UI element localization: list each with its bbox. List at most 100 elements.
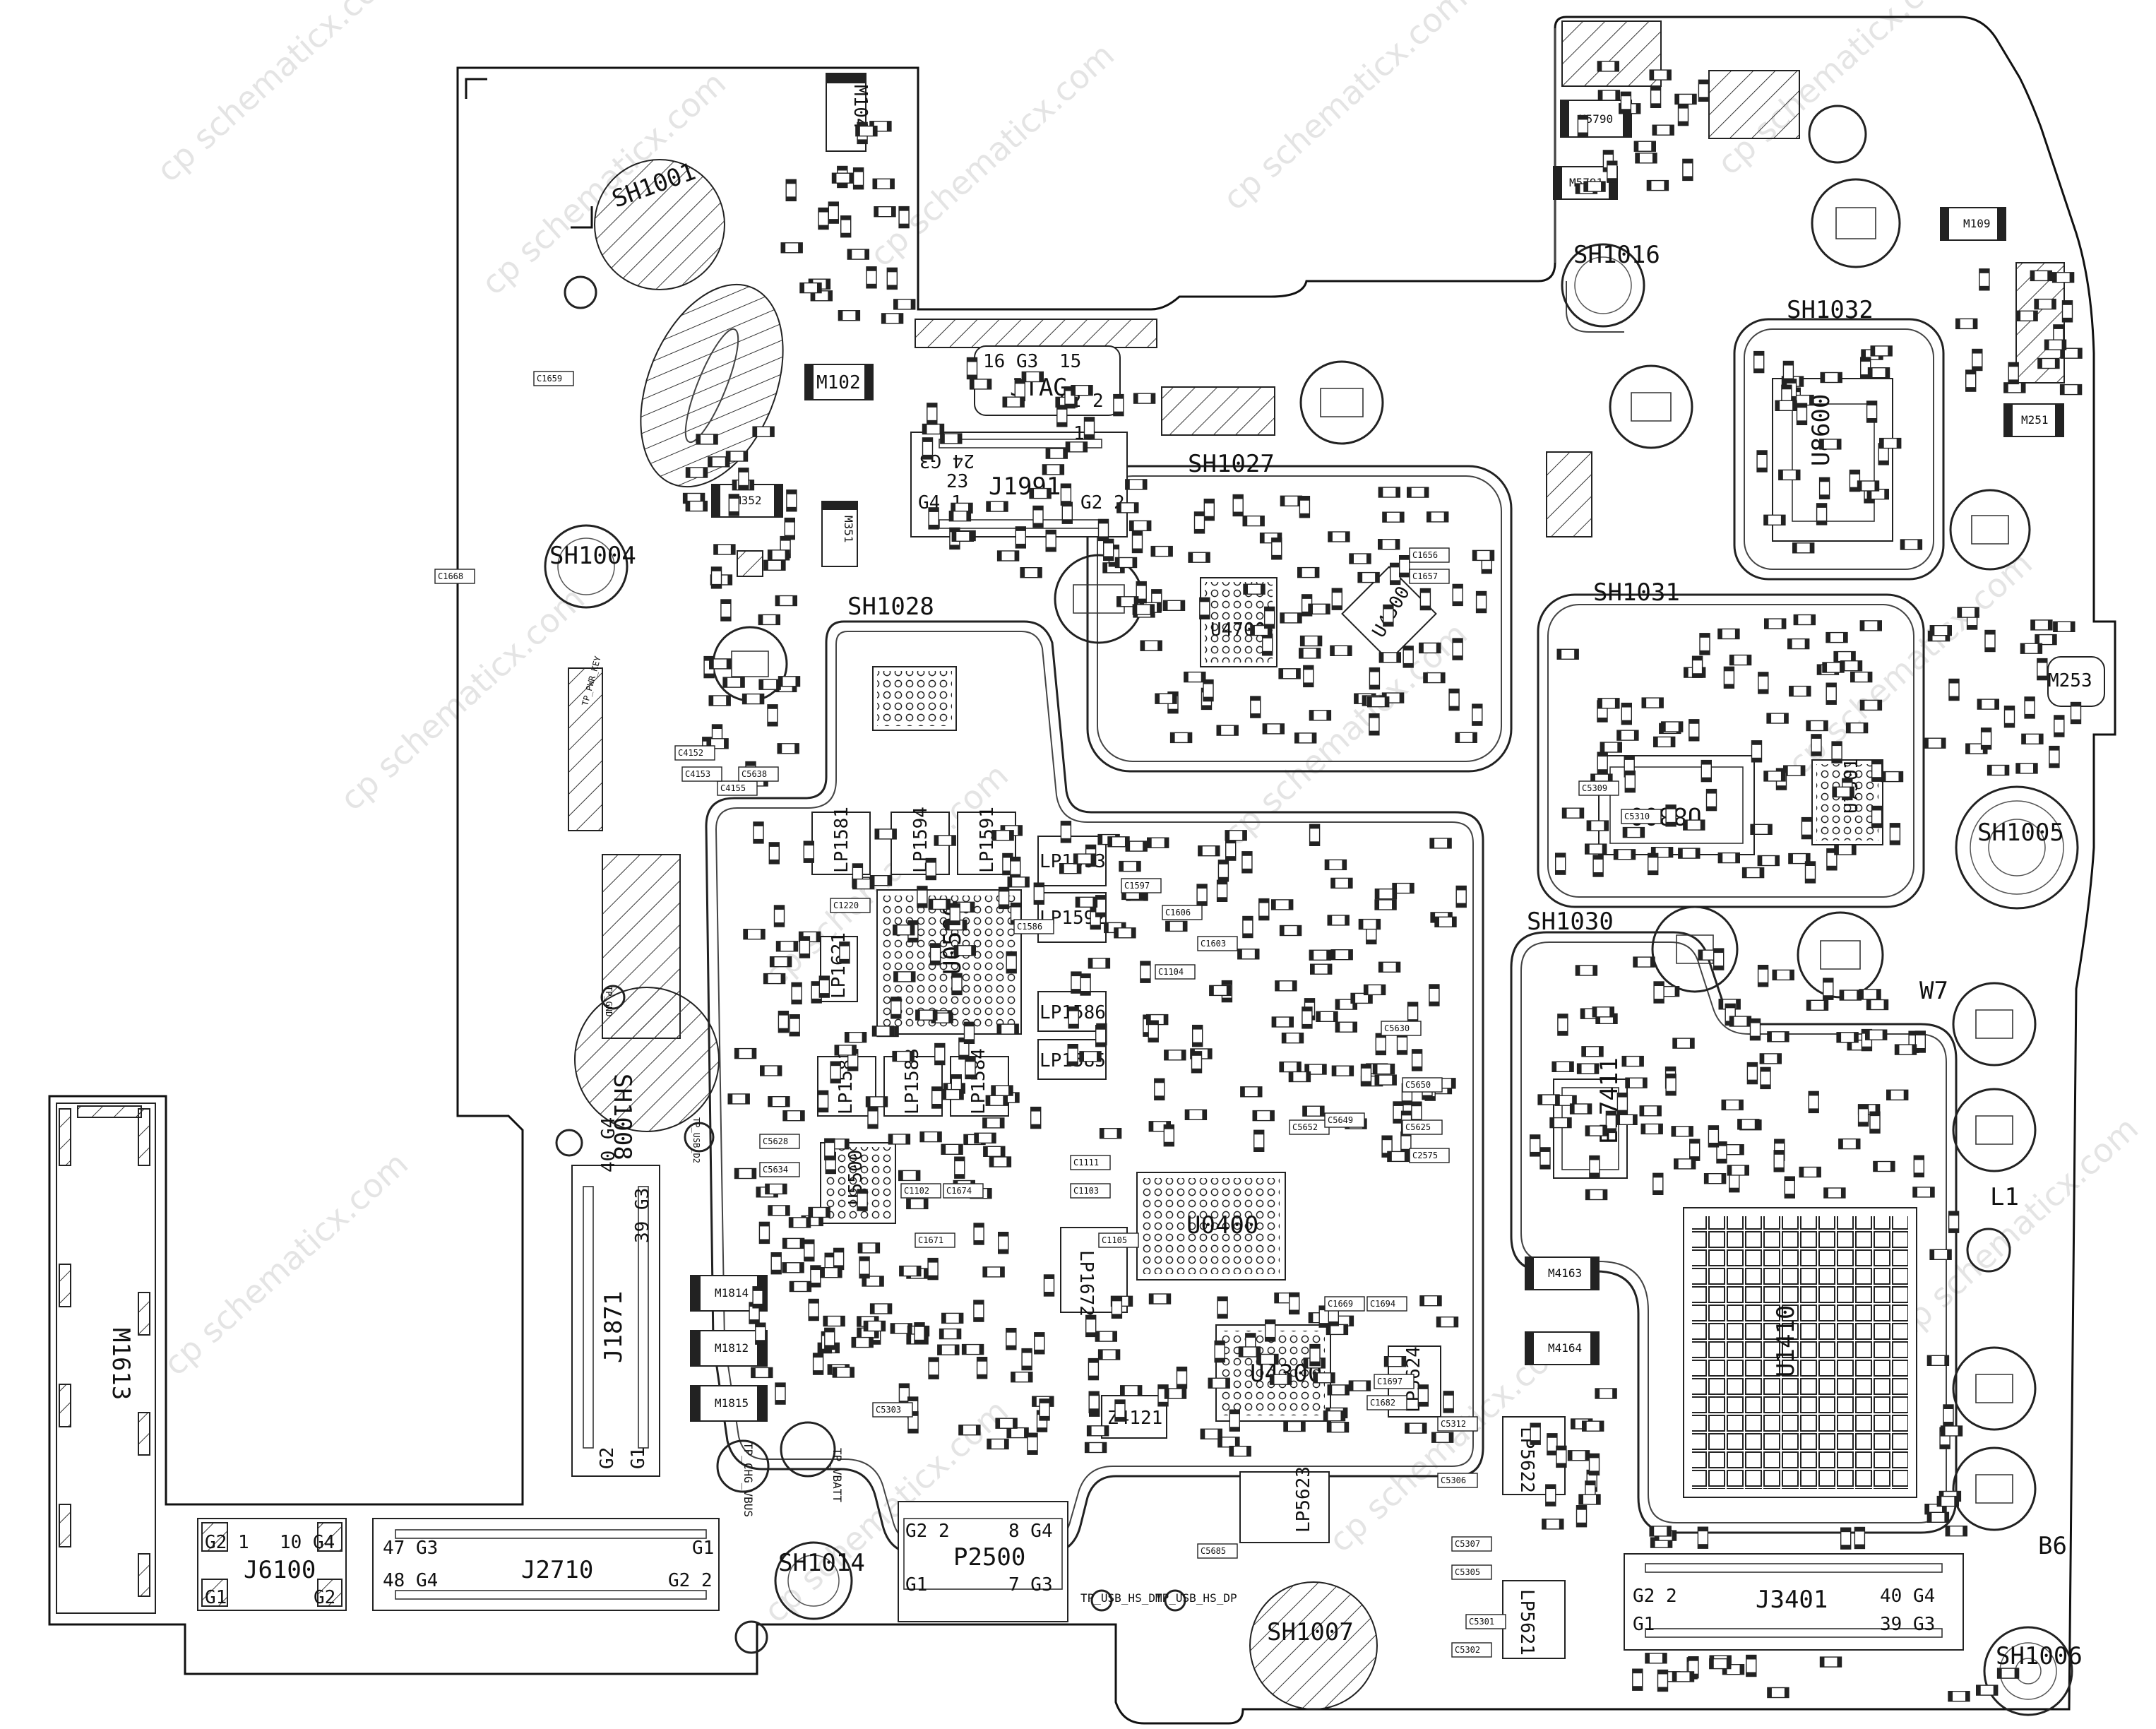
smd-passive	[1330, 645, 1352, 656]
smd-passive	[1996, 1668, 2020, 1679]
part-m4164: M4164	[1525, 1331, 1600, 1365]
smd-passive	[862, 1276, 884, 1287]
smd-passive	[2008, 362, 2019, 385]
smd-designator: C5310	[1621, 809, 1662, 824]
pin-label: 8 G4	[1008, 1521, 1053, 1542]
smd-label: C1103	[1073, 1186, 1099, 1196]
bga-chips: U0500 U0400 U4300 U1410 U8800 U8600	[820, 378, 1917, 1498]
smd-passive	[1717, 852, 1741, 864]
smd-passive	[1818, 477, 1830, 499]
mount-hole-label: SH1016	[1573, 241, 1660, 269]
smd-passive	[1819, 1656, 1842, 1668]
smd-passive	[1316, 1011, 1338, 1023]
smd-passive	[1652, 736, 1676, 748]
smd-designator: C1603	[1197, 936, 1238, 951]
smd-passive	[927, 403, 938, 425]
pin-label: G1	[205, 1587, 227, 1608]
smd-passive	[1854, 1526, 1866, 1550]
smd-passive	[1088, 1391, 1100, 1414]
smd-passive	[1079, 1051, 1102, 1062]
smd-passive	[1080, 973, 1091, 996]
smd-passive	[742, 693, 765, 705]
smd-label: C5634	[763, 1165, 788, 1175]
smd-passive	[1808, 1091, 1819, 1114]
smd-passive	[1936, 1495, 1960, 1507]
smd-passive	[1838, 1138, 1861, 1150]
mount-hole	[564, 275, 597, 309]
smd-passive	[1592, 1006, 1615, 1018]
smd-passive	[2015, 310, 2038, 321]
part-label: M1812	[715, 1341, 749, 1355]
smd-passive	[1278, 668, 1301, 679]
smd-passive	[1539, 1147, 1551, 1170]
connector-j2710: 47 G3 48 G4 G1 G2 2 J2710	[372, 1518, 720, 1611]
part-label: M253	[2048, 670, 2092, 691]
smd-passive	[1561, 807, 1585, 819]
smd-passive	[1833, 650, 1856, 663]
smd-passive	[1323, 1410, 1346, 1422]
smd-passive	[1840, 1527, 1852, 1550]
smd-passive	[1455, 885, 1467, 908]
smd-designator: C1597	[1121, 878, 1162, 893]
smd-passive	[941, 1312, 964, 1324]
smd-passive	[1943, 1404, 1954, 1427]
part-label: M4163	[1548, 1266, 1582, 1280]
smd-passive	[1429, 838, 1452, 849]
smd-passive	[989, 1156, 1012, 1167]
smd-passive	[1360, 1064, 1372, 1086]
smd-passive	[1578, 1494, 1601, 1505]
smd-passive	[1682, 158, 1693, 182]
smd-passive	[899, 1265, 922, 1277]
smd-designator: C1657	[1409, 569, 1450, 584]
smd-passive	[1269, 1374, 1292, 1385]
smd-passive	[1592, 855, 1604, 877]
smd-passive	[1697, 1526, 1709, 1549]
smd-passive	[1250, 624, 1273, 636]
smd-passive	[777, 743, 799, 754]
smd-passive	[1279, 1061, 1302, 1073]
smd-label: C5652	[1292, 1122, 1318, 1132]
smd-passive	[1308, 603, 1330, 614]
smd-passive	[1699, 633, 1710, 655]
smd-passive	[1621, 1055, 1644, 1067]
smd-passive	[2051, 272, 2075, 283]
smd-designator: C1697	[1374, 1374, 1414, 1389]
smd-label: C1586	[1017, 922, 1042, 932]
smd-passive	[1250, 696, 1261, 718]
shield-sh1027-inner	[1097, 475, 1502, 762]
smd-passive	[982, 1266, 1005, 1278]
watermark: cp schematicx.com	[149, 0, 408, 189]
smd-passive	[1398, 555, 1410, 578]
smd-passive	[987, 1438, 1009, 1450]
inductor-label: LP5621	[1516, 1589, 1537, 1656]
smd-passive	[1727, 1165, 1750, 1176]
smd-label: C1674	[946, 1186, 972, 1196]
inductor-label: LP1672	[1076, 1250, 1097, 1317]
chip-u4300: U4300	[1215, 1324, 1331, 1422]
smd-passive	[2030, 270, 2053, 282]
smd-label: C1104	[1158, 967, 1184, 977]
smd-designator: C1694	[1366, 1296, 1407, 1312]
smd-designator: C4152	[674, 745, 715, 761]
smd-label: C1668	[438, 571, 463, 581]
smd-passive	[1056, 405, 1068, 427]
smd-passive	[863, 1320, 886, 1332]
test-point-label: TP_USB_HS_DM	[1080, 1591, 1162, 1605]
smd-passive	[2054, 715, 2065, 737]
smd-passive	[1411, 1049, 1423, 1071]
smd-passive	[1649, 69, 1672, 81]
smd-passive	[767, 704, 778, 727]
shield-label: SH1032	[1787, 296, 1874, 324]
smd-passive	[1929, 1249, 1952, 1261]
smd-passive	[1084, 1442, 1107, 1454]
pin-label: 48 G4	[383, 1570, 438, 1591]
smd-passive	[791, 982, 802, 1005]
smd-passive	[1972, 348, 1983, 372]
pin-label: 23	[946, 471, 968, 492]
smd-passive	[1140, 640, 1162, 651]
smd-passive	[925, 857, 937, 881]
smd-passive	[1217, 1437, 1240, 1448]
corner-mark	[465, 78, 487, 99]
pin-label: 15	[1059, 351, 1081, 372]
smd-designator: C5628	[759, 1134, 800, 1149]
